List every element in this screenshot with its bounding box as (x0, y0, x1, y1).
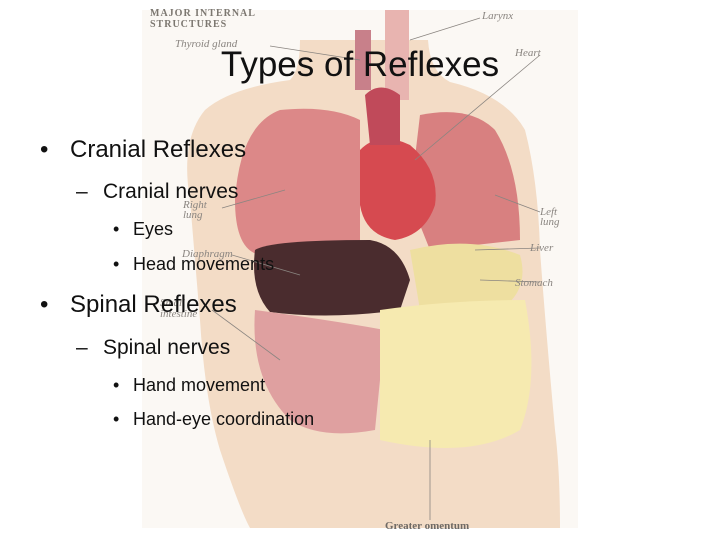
diaphragm-label: Diaphragm (182, 248, 233, 260)
small-intestine-label: Small intestine (160, 297, 198, 320)
bullet-text: Cranial Reflexes (70, 136, 247, 163)
bullet-text: Hand-eye coordination (133, 409, 315, 429)
bullet-text: Spinal nerves (103, 336, 231, 359)
larynx-label: Larynx (482, 10, 514, 22)
bullet-text: Spinal Reflexes (70, 291, 237, 318)
heart-shape (360, 138, 436, 240)
bullet-marker: • (113, 409, 120, 429)
anatomy-heading-label: MAJOR INTERNAL STRUCTURES (150, 8, 256, 30)
liver-label: Liver (530, 242, 554, 254)
stomach-label: Stomach (515, 277, 553, 289)
stomach-shape (410, 243, 523, 310)
leader-lines (211, 17, 541, 520)
dash-marker: – (76, 336, 88, 359)
intestine-shape (254, 310, 385, 434)
slide-title: Types of Reflexes (220, 45, 500, 84)
bullet-text: Hand movement (133, 375, 266, 395)
left-lung-shape (410, 112, 520, 251)
heart-label: Heart (515, 47, 541, 59)
bullet-marker: • (40, 136, 49, 163)
liver-shape (254, 240, 410, 316)
right-lung-label: Right lung (183, 199, 207, 221)
thyroid-label: Thyroid gland (175, 38, 238, 50)
bullet-text: Head movements (133, 254, 275, 274)
trachea (385, 10, 409, 100)
right-lung-shape (235, 108, 360, 255)
bullet-marker: • (113, 254, 120, 274)
greater-omentum-label: Greater omentum (385, 520, 470, 532)
bullet-text: Cranial nerves (103, 180, 239, 203)
neck-vessel (355, 30, 371, 90)
aorta (365, 87, 400, 145)
bullet-marker: • (40, 291, 49, 318)
omentum-shape (380, 300, 532, 448)
dash-marker: – (76, 180, 88, 203)
bullet-marker: • (113, 375, 120, 395)
bullet-text: Eyes (133, 219, 174, 239)
bullet-marker: • (113, 219, 120, 239)
left-lung-label: Left lung (540, 206, 560, 228)
